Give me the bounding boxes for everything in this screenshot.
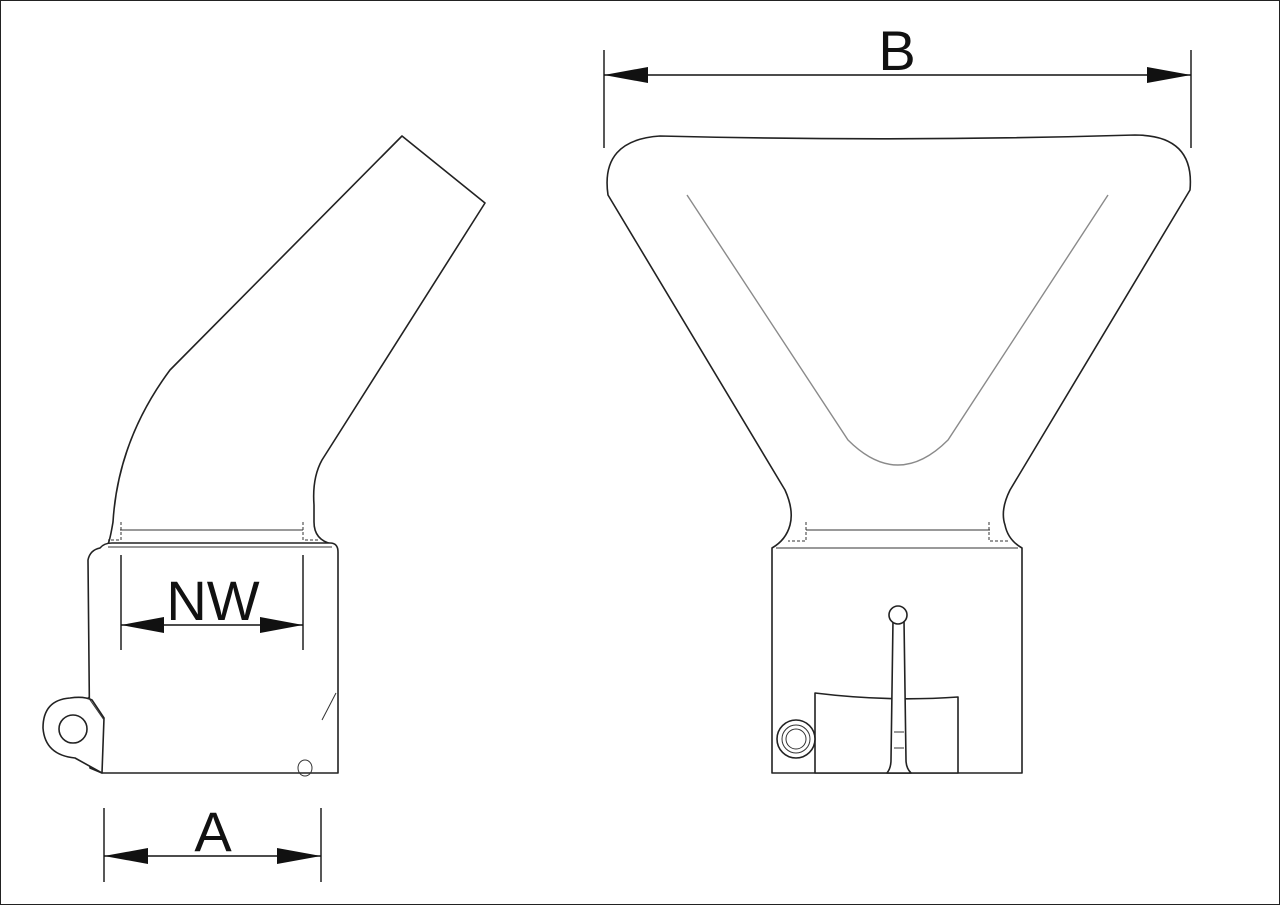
dimension-nw: NW (120, 555, 304, 650)
side-view-slot-line (321, 692, 337, 721)
dimension-b-arrow-left (604, 67, 648, 83)
front-view-clamp-screw (776, 719, 816, 759)
side-view (42, 135, 486, 777)
side-view-screw (297, 759, 313, 777)
front-view-clamp-screw-center (785, 728, 807, 750)
side-view-dashed-right (302, 522, 318, 541)
dimension-a: A (103, 800, 322, 882)
front-view-spring-knob (888, 605, 908, 625)
side-view-dashed-left (108, 522, 122, 541)
front-view-spring-wire (886, 619, 912, 774)
front-view-clamp-screw-ring (781, 724, 811, 754)
side-view-lug-edge (87, 696, 105, 721)
side-view-body (87, 542, 339, 774)
dimension-a-arrow-left (104, 848, 148, 864)
dimension-nw-arrow-left (121, 617, 164, 633)
dimension-b-label: B (878, 19, 915, 82)
dimension-a-arrow-right (277, 848, 321, 864)
dimension-nw-arrow-right (260, 617, 303, 633)
front-view-dashed-right (988, 522, 1008, 542)
dimension-b-arrow-right (1147, 67, 1191, 83)
front-view-clamp-plate (814, 692, 959, 774)
dimension-nw-label: NW (166, 569, 259, 632)
dimension-a-label: A (194, 800, 232, 863)
front-view-inner-v (686, 194, 1109, 466)
front-view-dashed-left (788, 522, 807, 542)
front-view (606, 134, 1192, 774)
dimension-b: B (603, 19, 1192, 148)
side-view-lug-hole (58, 714, 88, 744)
